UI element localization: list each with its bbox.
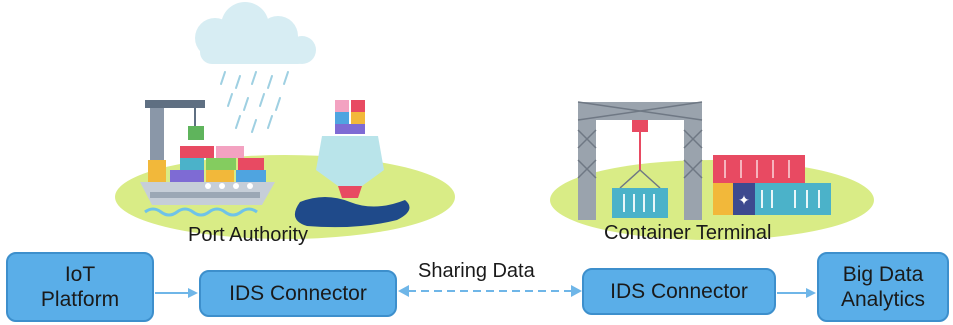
svg-text:✦: ✦	[738, 193, 750, 209]
ids-connector-right-node: IDS Connector	[582, 268, 776, 315]
flow-arrows	[155, 285, 816, 298]
container-terminal-label: Container Terminal	[604, 222, 772, 244]
iot-platform-node: IoT Platform	[6, 252, 154, 322]
container-terminal-illustration: ✦	[550, 101, 874, 240]
arrow-iot-to-connector	[155, 288, 198, 298]
cargo-ship-icon	[140, 146, 275, 217]
big-data-analytics-label-line2: Analytics	[840, 288, 926, 311]
container-stack-icon: ✦	[713, 155, 831, 215]
ids-connector-left-label: IDS Connector	[229, 282, 367, 305]
port-crane-icon	[145, 100, 205, 182]
rain-cloud-icon	[195, 2, 316, 133]
sharing-data-label: Sharing Data	[418, 260, 535, 282]
arrow-connector-to-analytics	[777, 288, 816, 298]
arrow-sharing-data	[398, 285, 582, 297]
iot-platform-label-line2: Platform	[40, 288, 120, 311]
big-data-analytics-node: Big Data Analytics	[817, 252, 949, 322]
port-authority-illustration	[115, 2, 455, 239]
iot-platform-label-line1: IoT	[64, 263, 96, 286]
ids-connector-left-node: IDS Connector	[199, 270, 397, 317]
tanker-ship-icon	[294, 100, 410, 228]
gantry-crane-icon	[577, 101, 703, 220]
big-data-analytics-label-line1: Big Data	[842, 263, 924, 286]
ids-connector-right-label: IDS Connector	[610, 280, 748, 303]
port-authority-label: Port Authority	[188, 224, 309, 246]
